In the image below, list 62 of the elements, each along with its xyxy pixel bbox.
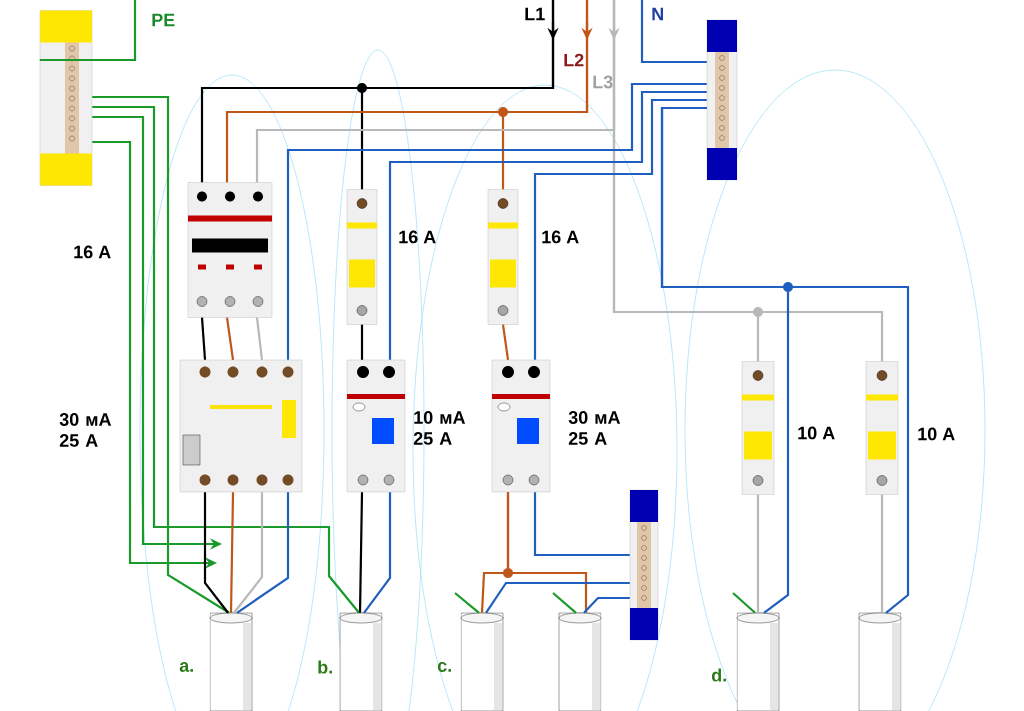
busbar xyxy=(629,489,659,641)
cable-drawing xyxy=(209,612,253,711)
wire xyxy=(583,596,630,614)
cable-drawing xyxy=(339,612,383,711)
wire xyxy=(203,492,229,614)
circuit-breaker xyxy=(741,361,775,495)
busbar xyxy=(39,10,93,186)
conductor-label: L2 xyxy=(564,53,584,67)
wire xyxy=(363,492,392,614)
conductor-label: L1 xyxy=(525,7,545,21)
cable-drawing xyxy=(558,612,602,711)
wire xyxy=(612,0,884,362)
rating-label: 10 A xyxy=(918,427,955,441)
cable-drawing xyxy=(858,612,902,711)
wire xyxy=(660,106,910,614)
conductor-label: PE xyxy=(152,13,175,27)
wire xyxy=(880,494,884,613)
wire xyxy=(533,98,707,360)
wire xyxy=(358,492,364,613)
circuit-breaker xyxy=(865,361,899,495)
rating-label: 30 мА 25 A xyxy=(59,413,112,447)
rating-label: 30 мА 25 A xyxy=(568,411,621,445)
wire xyxy=(756,494,760,613)
wire xyxy=(200,317,207,360)
wire xyxy=(552,592,577,614)
wire xyxy=(360,0,555,190)
wire xyxy=(454,592,480,614)
rating-label: 10 A xyxy=(798,426,835,440)
rating-label: 16 A xyxy=(74,245,111,259)
rcd-switch xyxy=(179,359,303,493)
wire xyxy=(501,324,510,360)
circuit-breaker xyxy=(187,182,273,318)
conductor-label: L3 xyxy=(593,75,613,89)
wire xyxy=(225,317,235,360)
rcd-switch xyxy=(346,359,406,493)
wire xyxy=(388,90,707,360)
rating-label: 16 A xyxy=(399,230,436,244)
wire xyxy=(39,0,137,62)
wire xyxy=(233,492,264,614)
wire xyxy=(92,105,360,614)
busbar xyxy=(706,19,738,181)
circuit-breaker xyxy=(346,189,378,325)
wire xyxy=(640,0,707,64)
wire xyxy=(92,95,230,614)
rcd-switch xyxy=(491,359,551,493)
group-letter: a. xyxy=(179,662,193,672)
wire xyxy=(732,592,756,614)
circuit-breaker xyxy=(487,189,519,325)
wire xyxy=(485,581,630,614)
wire xyxy=(229,492,235,613)
rating-label: 16 A xyxy=(542,230,579,244)
wire xyxy=(360,324,364,360)
wire xyxy=(533,492,630,557)
wire xyxy=(236,492,290,614)
wire xyxy=(501,0,589,190)
wire xyxy=(286,82,707,360)
conductor-label: N xyxy=(652,7,663,21)
wire xyxy=(506,492,588,613)
cable-drawing xyxy=(460,612,504,711)
wire xyxy=(255,317,264,360)
cable-drawing xyxy=(736,612,780,711)
rating-label: 10 мА 25 A xyxy=(413,411,466,445)
